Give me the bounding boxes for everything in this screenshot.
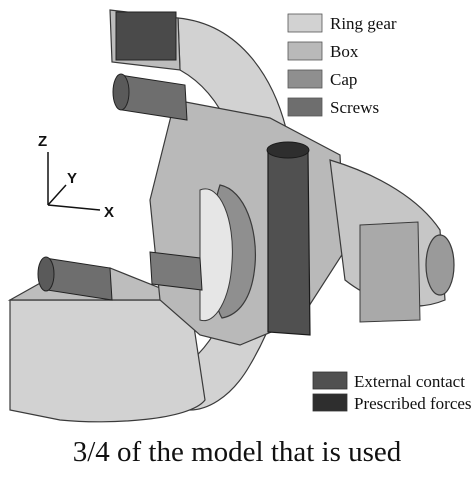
external-contact-part <box>266 141 311 336</box>
legend-label-box: Box <box>330 42 359 61</box>
cap-part <box>199 184 257 322</box>
legend-label-ring-gear: Ring gear <box>330 14 397 33</box>
legend-swatch-prescribed-forces <box>312 393 348 412</box>
legend-label-prescribed-forces: Prescribed forces <box>354 394 472 413</box>
legend-label-screws: Screws <box>330 98 379 117</box>
coordinate-axes: Z Y X <box>38 133 114 221</box>
legend-swatch-box <box>287 41 323 61</box>
x-axis-line <box>47 204 101 211</box>
y-axis-label: Y <box>67 170 77 187</box>
legend-swatch-cap <box>287 69 323 89</box>
legend-swatch-ring-gear <box>287 13 323 33</box>
legend-label-external-contact: External contact <box>354 372 465 391</box>
legend-swatch-screws <box>287 97 323 117</box>
y-axis-line <box>47 184 67 206</box>
legend-bottom: External contact Prescribed forces <box>312 371 472 413</box>
x-axis-label: X <box>104 204 114 221</box>
legend-label-cap: Cap <box>330 70 357 89</box>
legend-top: Ring gear Box Cap Screws <box>287 13 397 117</box>
figure-caption: 3/4 of the model that is used <box>72 436 402 468</box>
screws-part <box>37 73 203 301</box>
z-axis-label: Z <box>38 133 47 150</box>
legend-swatch-external-contact <box>312 371 348 390</box>
